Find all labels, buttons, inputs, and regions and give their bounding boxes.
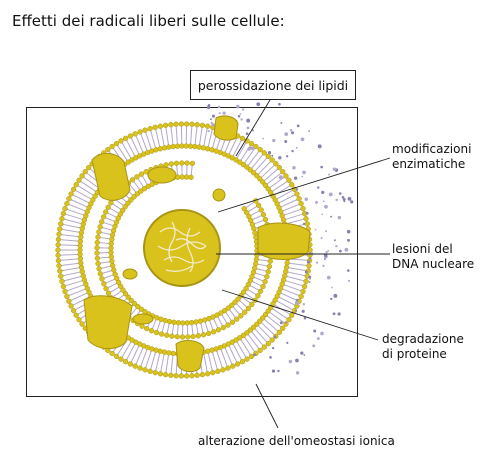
dna-damage-line2: DNA nucleare xyxy=(392,257,475,271)
organelle xyxy=(212,188,226,202)
illustration-frame xyxy=(26,107,358,397)
lipid-peroxidation-label: perossidazione dei lipidi xyxy=(190,70,356,100)
callout-line-lipid xyxy=(235,99,271,157)
callout-line-ionic xyxy=(255,383,279,429)
organelles xyxy=(122,166,226,325)
page-title: Effetti dei radicali liberi sulle cellul… xyxy=(12,12,285,30)
callout-line-enzymatic xyxy=(217,157,391,213)
organelle xyxy=(147,166,177,184)
enzymatic-modifications-line2: enzimatiche xyxy=(392,157,466,171)
membrane-protein-bottom-left xyxy=(83,295,133,349)
enzymatic-modifications-label: modificazioni enzimatiche xyxy=(392,142,471,172)
callout-lines xyxy=(216,99,391,429)
organelle xyxy=(132,313,154,325)
ionic-homeostasis-label: alterazione dell'omeostasi ionica xyxy=(198,434,395,448)
protein-degradation-label: degradazione di proteine xyxy=(382,332,464,362)
membrane-protein-bottom xyxy=(175,340,205,373)
protein-degradation-line1: degradazione xyxy=(382,332,464,346)
membrane-proteins xyxy=(83,115,311,373)
membrane-protein-right xyxy=(257,222,311,260)
membrane-protein-top xyxy=(213,115,239,141)
organelle xyxy=(122,268,138,280)
dna-strands xyxy=(157,221,207,273)
protein-degradation-line2: di proteine xyxy=(382,347,447,361)
membrane-protein-top-left xyxy=(91,153,131,201)
enzymatic-modifications-line1: modificazioni xyxy=(392,142,472,156)
callout-line-protein xyxy=(221,289,379,341)
dna-damage-label: lesioni del DNA nucleare xyxy=(392,242,474,272)
dna-damage-line1: lesioni del xyxy=(392,242,453,256)
nucleus xyxy=(143,209,221,287)
